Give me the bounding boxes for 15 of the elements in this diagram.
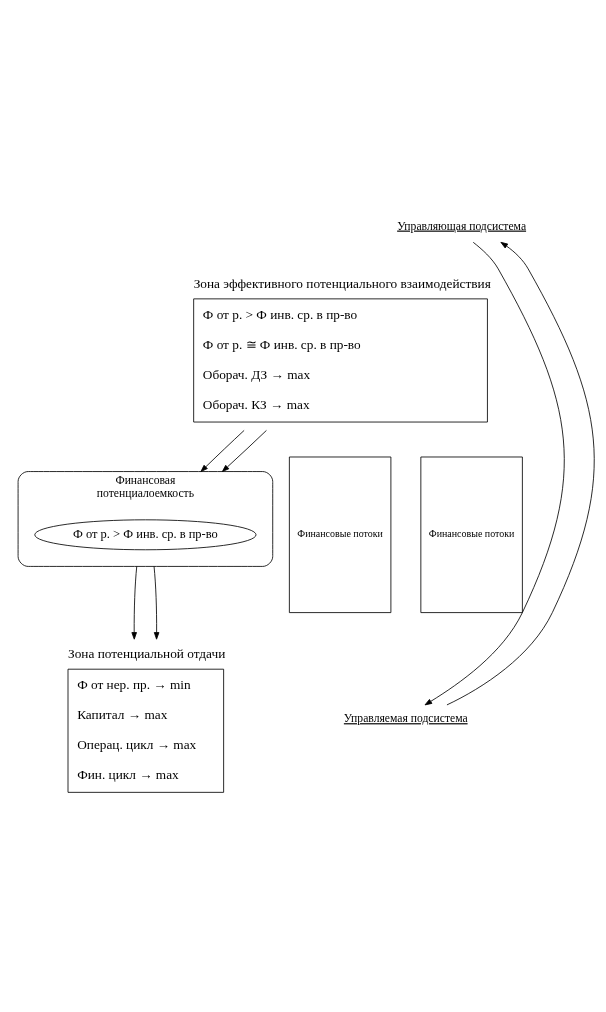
node-box: Ф от р. > Ф инв. ср. в пр-во Ф от р. ≅ Ф инв. ср. в пр-во Оборач. ДЗ → max Оборач. КЗ → max [193, 297, 488, 422]
node-box: Ф от нер. пр. → min Капитал → max Операц. цикл → max Фин. цикл → max [67, 668, 225, 793]
node-box: Финансовые потоки [288, 456, 392, 613]
arrow [424, 241, 565, 705]
arrow [446, 241, 595, 705]
node-text: Управляемая подсистема [343, 711, 468, 725]
node-ellipse: Ф от р. > Ф инв. ср. в пр-во [34, 518, 257, 550]
arrow [200, 429, 245, 472]
node-label: Зона потенциальной отдачи [68, 645, 226, 661]
node-text: Управляющая подсистема [397, 219, 527, 233]
node-box: Финансовые потоки [420, 456, 523, 613]
arrow [153, 565, 160, 640]
arrow [221, 429, 267, 472]
arrow [131, 565, 138, 640]
node-label: Зона эффективного потенциального взаимодействия [193, 275, 491, 291]
